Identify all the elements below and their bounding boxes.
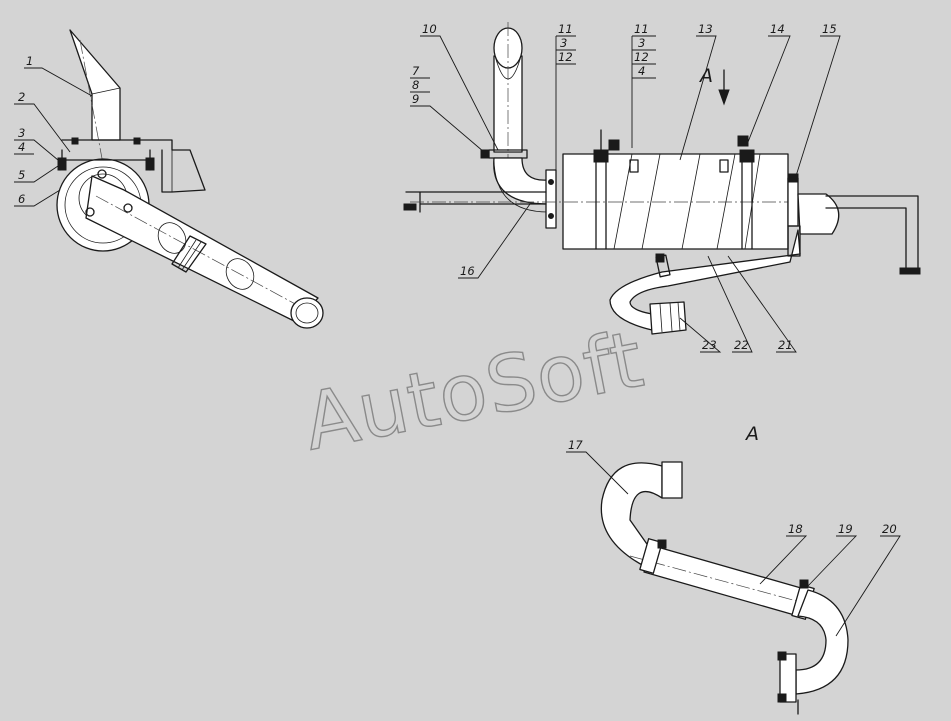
lower-elbow-flange	[779, 653, 797, 703]
flex-coupling	[649, 301, 687, 335]
u-bend-pipe	[600, 462, 663, 567]
straight-connecting-pipe	[643, 545, 809, 617]
callouts: 1 2 3 4 5 6 7 8 9 10 11 3 12 11 3 12 4 1…	[18, 22, 897, 536]
callout-14: 14	[770, 22, 785, 36]
callout-11-left: 11	[558, 22, 573, 36]
callout-5: 5	[18, 168, 25, 182]
muffler-body	[562, 153, 789, 250]
callout-20: 20	[882, 522, 897, 536]
callout-7: 7	[412, 64, 420, 78]
callout-19: 19	[838, 522, 853, 536]
muffler-inlet-flange	[545, 169, 557, 229]
callout-18: 18	[788, 522, 803, 536]
watermark: AutoSoft	[297, 315, 651, 469]
callout-15: 15	[822, 22, 837, 36]
pipe-bend	[493, 157, 549, 205]
callout-23: 23	[702, 338, 717, 352]
callout-16: 16	[460, 264, 475, 278]
leader-lines	[14, 35, 901, 637]
muffler-strap-1	[593, 129, 620, 250]
pipe-clamp-upper	[639, 538, 663, 574]
callout-2: 2	[18, 90, 25, 104]
callout-13: 13	[698, 22, 713, 36]
support-rail-right	[825, 195, 919, 271]
callout-11-right: 11	[634, 22, 649, 36]
callout-4: 4	[18, 140, 25, 154]
intake-stack	[69, 29, 121, 141]
pipe-clamp-left	[171, 235, 207, 273]
bolt-right	[145, 149, 155, 171]
u-bend-flange	[661, 461, 683, 499]
outlet-elbow-right	[797, 193, 840, 235]
callout-21: 21	[778, 338, 793, 352]
callout-10: 10	[422, 22, 437, 36]
main-assembly-view: A	[403, 22, 921, 335]
mounting-bracket	[61, 139, 206, 193]
view-a: A	[600, 423, 849, 715]
view-title: A	[744, 423, 759, 445]
muffler-outlet-flange	[787, 177, 799, 227]
callout-22: 22	[734, 338, 749, 352]
callout-17: 17	[568, 438, 583, 452]
muffler-strap-2	[737, 135, 755, 250]
callout-12-right: 12	[634, 50, 649, 64]
callout-4-right: 4	[638, 64, 645, 78]
pipe-outlet	[290, 297, 324, 329]
callout-9: 9	[412, 92, 419, 106]
callout-3-right: 3	[638, 36, 645, 50]
callout-8: 8	[412, 78, 419, 92]
callout-3-left: 3	[560, 36, 567, 50]
left-side-view	[56, 29, 324, 329]
callout-1: 1	[26, 54, 33, 68]
callout-6: 6	[18, 192, 25, 206]
view-arrow-label: A	[698, 65, 713, 87]
lower-elbow-pipe	[795, 589, 849, 695]
bolt-left	[57, 149, 67, 171]
callout-12-left: 12	[558, 50, 573, 64]
callout-3: 3	[18, 126, 25, 140]
